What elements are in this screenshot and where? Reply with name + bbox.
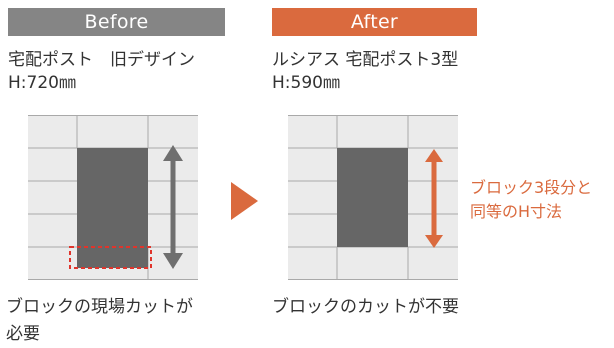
after-caption: ブロックのカットが不要 [272, 297, 459, 317]
after-note-line1: ブロック3段分と [470, 178, 593, 197]
before-badge: Before [8, 8, 225, 36]
next-arrow-icon [231, 182, 258, 220]
new-post-shape [337, 148, 408, 247]
after-badge: After [272, 8, 477, 36]
before-height-spec: H:720㎜ [8, 73, 76, 93]
dashed-cut-box-icon [69, 246, 152, 269]
before-caption-line2: 必要 [6, 324, 40, 344]
before-diagram [28, 115, 198, 280]
after-height-spec: H:590㎜ [272, 73, 340, 93]
double-arrow-icon [163, 145, 183, 269]
before-product-name: 宅配ポスト 旧デザイン [8, 50, 195, 70]
after-diagram [288, 115, 458, 280]
double-arrow-icon [425, 149, 443, 248]
after-note-line2: 同等のH寸法 [470, 202, 563, 221]
after-product-name: ルシアス 宅配ポスト3型 [272, 50, 459, 70]
old-post-shape [77, 148, 148, 268]
before-caption-line1: ブロックの現場カットが [6, 297, 193, 317]
